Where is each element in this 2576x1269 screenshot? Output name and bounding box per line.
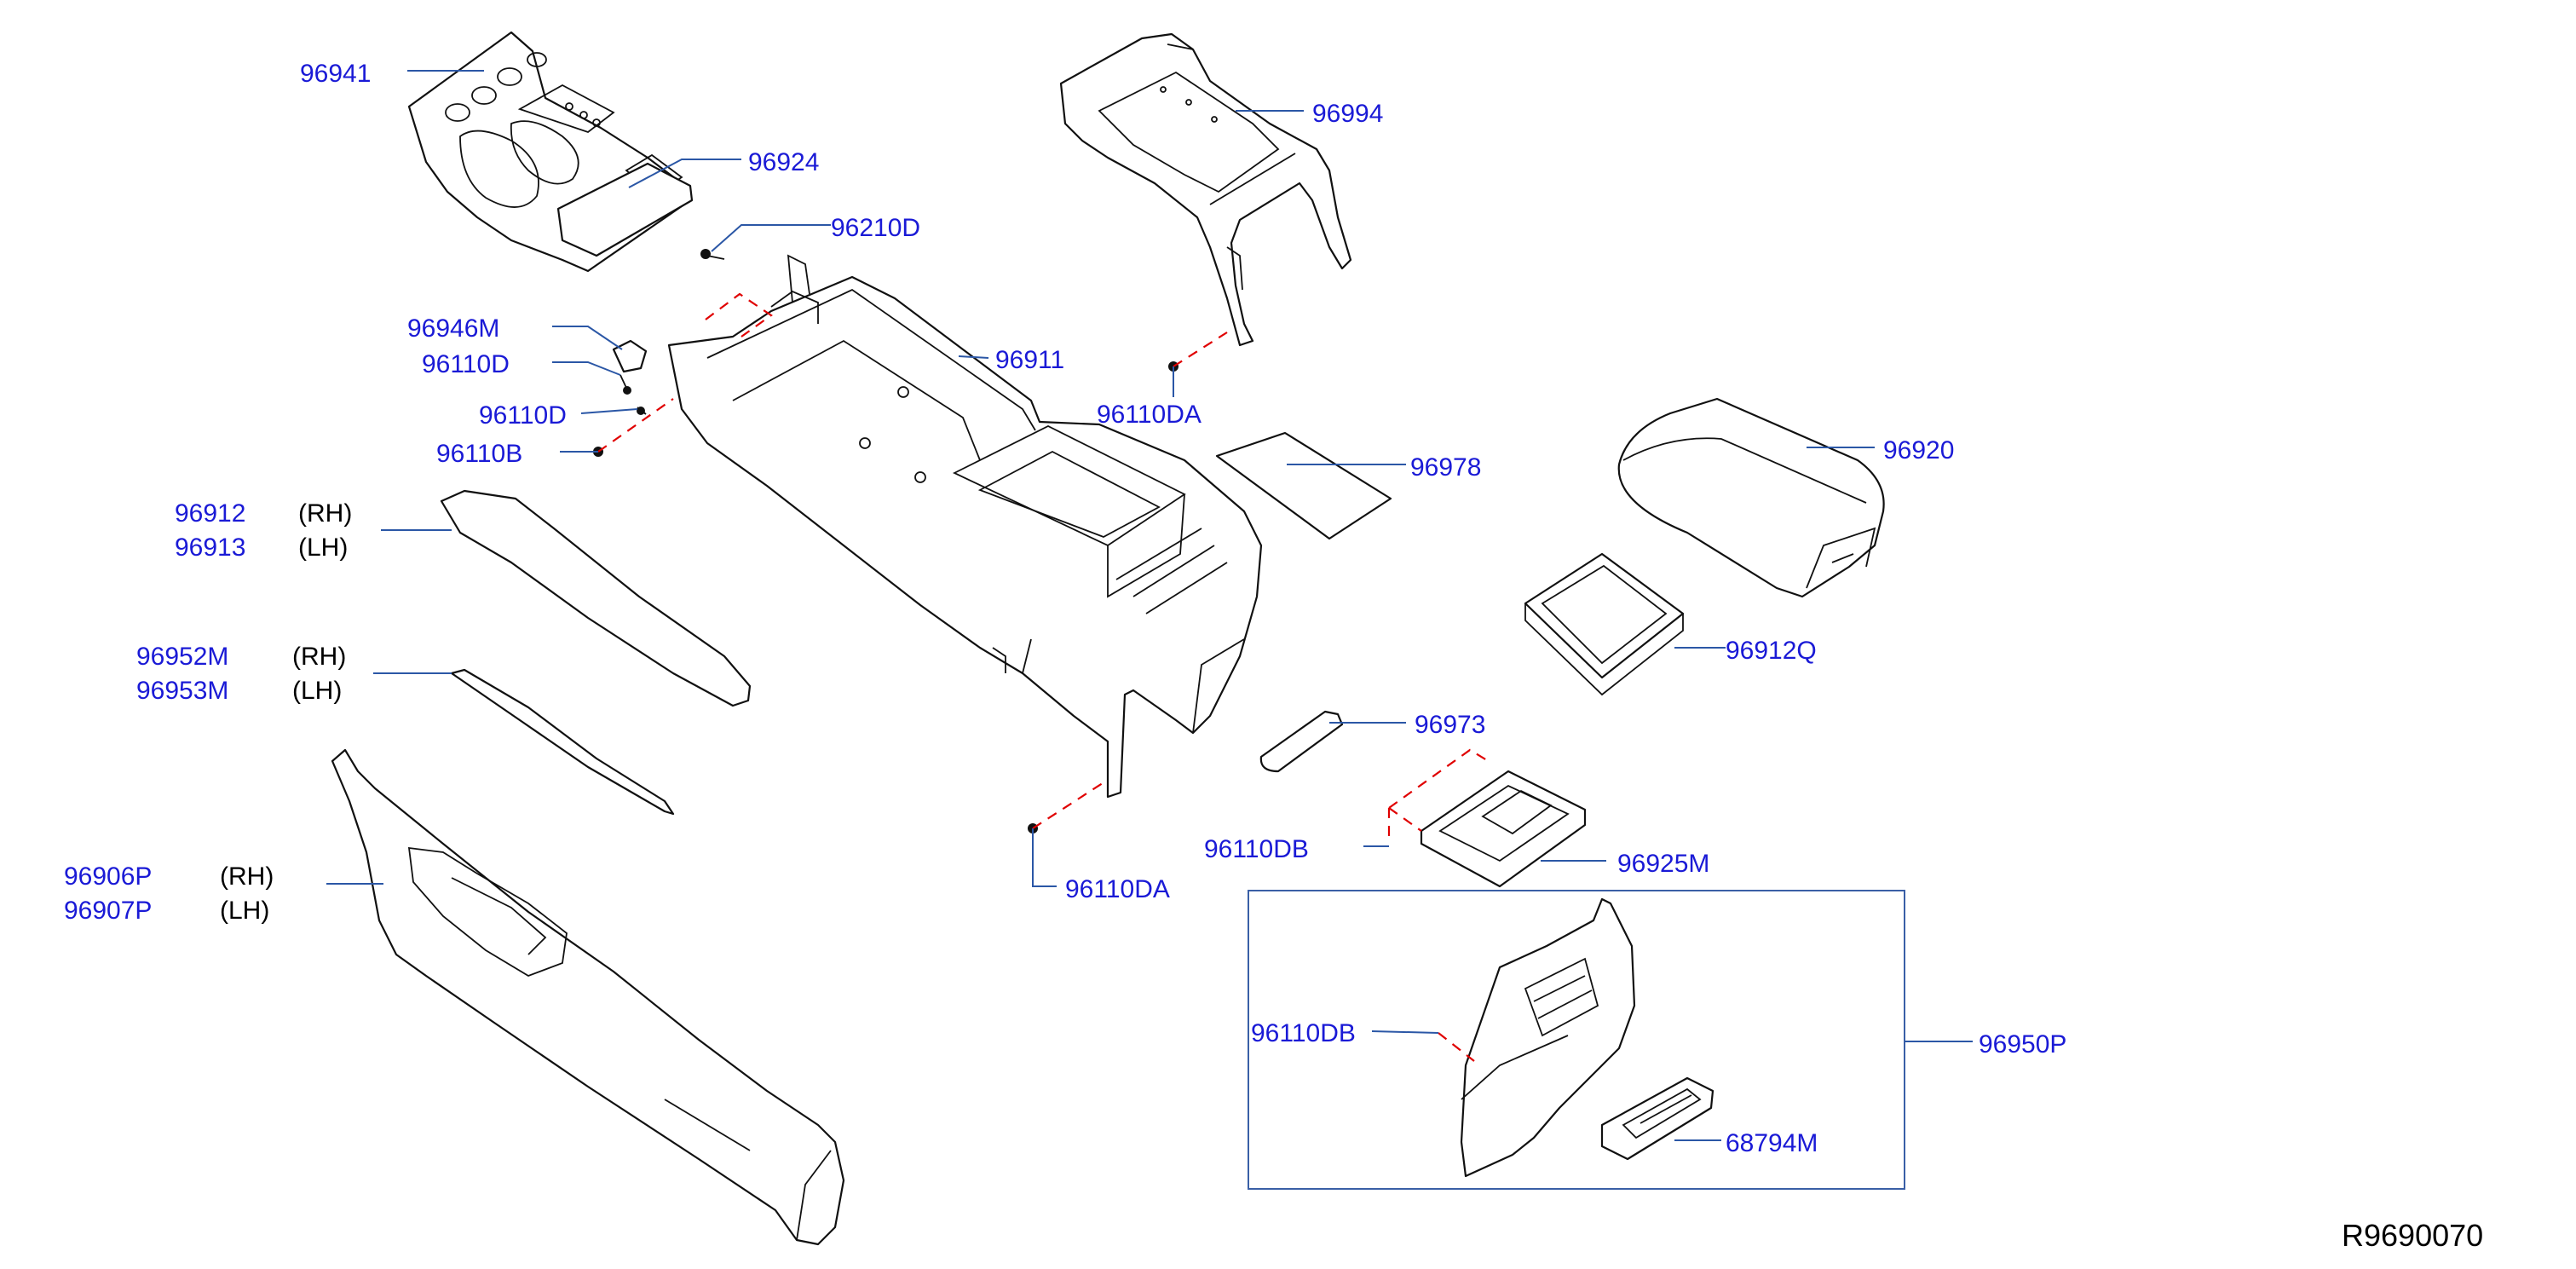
- part-96978-mat: [1215, 431, 1392, 540]
- label-96110DB-a: 96110DB: [1204, 835, 1309, 863]
- label-96925M: 96925M: [1617, 850, 1709, 878]
- label-96920: 96920: [1883, 436, 1954, 464]
- label-96924: 96924: [748, 148, 819, 176]
- screw-96110D-a: [620, 374, 631, 395]
- part-96973-pad: [1259, 710, 1344, 773]
- label-96952M: 96952M: [136, 643, 228, 671]
- side-rh-96952M: (RH): [292, 643, 346, 671]
- screw-96110D-b: [637, 407, 647, 415]
- part-labels: 96941 96924 96210D 96994 96946M 96110D 9…: [64, 60, 2483, 1253]
- side-lh-96907P: (LH): [220, 897, 269, 925]
- part-96912-side-finisher: [440, 489, 752, 707]
- part-96911-console-body: [667, 254, 1263, 799]
- part-68794M-vent: [1600, 1076, 1714, 1161]
- label-96953M: 96953M: [136, 677, 228, 705]
- side-lh-96953M: (LH): [292, 677, 342, 705]
- part-96920-armrest-lid: [1617, 397, 1885, 598]
- label-68794M: 68794M: [1726, 1129, 1818, 1157]
- label-96110D-b: 96110D: [479, 401, 567, 430]
- assembly-box-96950P: [1248, 890, 1905, 1190]
- side-lh-96913: (LH): [298, 534, 348, 562]
- label-96913: 96913: [175, 534, 245, 562]
- part-96946M-clip: [612, 339, 648, 373]
- leader-lines: [326, 70, 1973, 1141]
- label-96946M: 96946M: [407, 314, 499, 343]
- screw-96210D: [700, 249, 725, 260]
- side-rh-96912: (RH): [298, 499, 352, 528]
- label-96110DA-top: 96110DA: [1097, 401, 1202, 429]
- part-96924-panel: [556, 162, 694, 257]
- side-rh-96906P: (RH): [220, 862, 274, 891]
- label-96906P: 96906P: [64, 862, 152, 891]
- label-96978: 96978: [1410, 453, 1481, 482]
- part-96941-shifter-finisher: [407, 31, 692, 273]
- label-96110D-a: 96110D: [422, 350, 510, 378]
- part-96925M-tray: [1420, 770, 1587, 888]
- assembly-dashed-lines: [597, 292, 1492, 1062]
- label-96941: 96941: [300, 60, 371, 88]
- label-96210D: 96210D: [831, 214, 920, 242]
- part-96950P-rear-finisher: [1460, 897, 1636, 1178]
- label-96110DB-b: 96110DB: [1251, 1019, 1356, 1047]
- label-96110B: 96110B: [436, 440, 522, 468]
- label-96110DA-bot: 96110DA: [1065, 875, 1170, 903]
- diagram-code: R9690070: [2342, 1218, 2483, 1253]
- label-96994: 96994: [1312, 100, 1383, 128]
- part-96994-bracket: [1059, 32, 1352, 347]
- label-96912Q: 96912Q: [1726, 637, 1817, 665]
- part-96952M-strip: [450, 668, 675, 816]
- label-96911: 96911: [995, 346, 1064, 374]
- label-96907P: 96907P: [64, 897, 152, 925]
- label-96950P: 96950P: [1979, 1030, 2066, 1058]
- part-96906P-lower-panel: [331, 748, 845, 1246]
- part-96912Q-tray: [1524, 552, 1685, 696]
- label-96973: 96973: [1415, 711, 1485, 739]
- label-96912: 96912: [175, 499, 245, 528]
